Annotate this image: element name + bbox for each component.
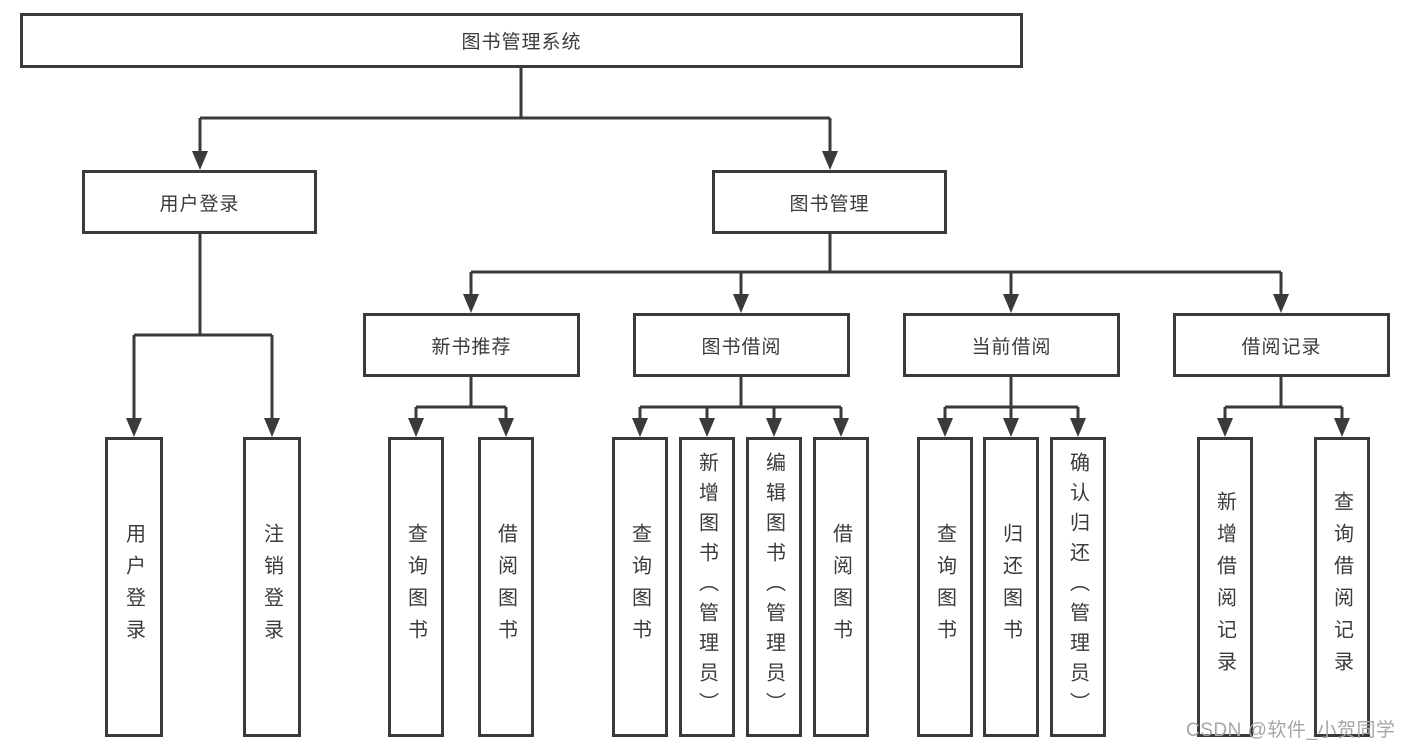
leaf-borrow-books: 借阅图书 bbox=[478, 437, 534, 737]
node-book-management: 图书管理 bbox=[712, 170, 947, 234]
leaf-query-books: 查询图书 bbox=[388, 437, 444, 737]
node-root-system: 图书管理系统 bbox=[20, 13, 1023, 68]
node-borrow-records: 借阅记录 bbox=[1173, 313, 1390, 377]
arrowheads bbox=[126, 151, 1350, 437]
node-book-borrow: 图书借阅 bbox=[633, 313, 850, 377]
node-user-login: 用户登录 bbox=[82, 170, 317, 234]
leaf-borrow-books-borrow: 借阅图书 bbox=[813, 437, 869, 737]
leaf-confirm-return-admin: 确认归还（管理员） bbox=[1050, 437, 1106, 737]
leaf-user-login: 用户登录 bbox=[105, 437, 163, 737]
leaf-logout: 注销登录 bbox=[243, 437, 301, 737]
leaf-return-books: 归还图书 bbox=[983, 437, 1039, 737]
tree-edges bbox=[132, 68, 1344, 420]
leaf-edit-books-admin: 编辑图书（管理员） bbox=[746, 437, 802, 737]
leaf-add-books-admin: 新增图书（管理员） bbox=[679, 437, 735, 737]
leaf-query-borrow-record: 查询借阅记录 bbox=[1314, 437, 1370, 737]
leaf-query-books-current: 查询图书 bbox=[917, 437, 973, 737]
leaf-add-borrow-record: 新增借阅记录 bbox=[1197, 437, 1253, 737]
leaf-query-books-borrow: 查询图书 bbox=[612, 437, 668, 737]
node-new-book-recommend: 新书推荐 bbox=[363, 313, 580, 377]
watermark: CSDN @软件_小贺同学 bbox=[1186, 720, 1396, 741]
node-current-borrow: 当前借阅 bbox=[903, 313, 1120, 377]
